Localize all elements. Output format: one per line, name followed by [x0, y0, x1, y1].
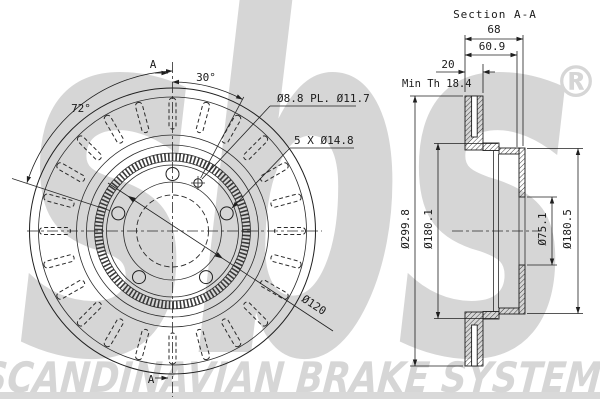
svg-text:68: 68 [487, 23, 500, 36]
svg-text:Ø8.8 PL. Ø11.7: Ø8.8 PL. Ø11.7 [277, 92, 370, 105]
section-title: Section A-A [453, 8, 537, 21]
svg-text:A: A [150, 58, 157, 71]
pilot-hole-label: Ø8.8 PL. Ø11.7 [201, 92, 370, 180]
dim-bore-dia: Ø75.1 [527, 196, 557, 266]
svg-text:30°: 30° [196, 71, 216, 84]
angle-dim-72: 72° [11, 69, 173, 211]
vent-slot [259, 279, 289, 300]
registered-trademark-icon: ® [554, 57, 598, 108]
dim-outer-dia: Ø299.8 [399, 95, 463, 367]
vent-slot [43, 254, 75, 269]
dim-68: 68 [464, 23, 524, 146]
svg-text:Ø180.1: Ø180.1 [422, 209, 435, 249]
dim-20: 20 [436, 58, 495, 93]
vent-slot [221, 114, 242, 144]
banner-text: SCANDINAVIAN BRAKE SYSTEMS [0, 354, 600, 400]
dim-bell-dia: Ø180.5 [527, 148, 583, 314]
svg-text:72°: 72° [71, 102, 91, 115]
svg-text:Ø299.8: Ø299.8 [399, 209, 412, 249]
svg-text:5 X Ø14.8: 5 X Ø14.8 [294, 134, 354, 147]
pilot-hole [191, 176, 205, 190]
dim-60-9: 60.9 [464, 40, 518, 147]
vent-slot [103, 318, 124, 348]
angle-dim-30: 30° [172, 71, 245, 179]
vent-slot [270, 193, 302, 208]
svg-text:A: A [148, 373, 155, 386]
vent-slot [243, 301, 269, 327]
watermark-strip [0, 392, 600, 399]
svg-text:60.9: 60.9 [479, 40, 506, 53]
section-marker-bottom: A [148, 373, 169, 386]
vent-slot [221, 318, 242, 348]
vent-slot [259, 162, 289, 183]
vent-slot [195, 101, 211, 134]
bolt-hole-label: 5 X Ø14.8 [231, 134, 354, 209]
vent-slot [56, 279, 86, 300]
svg-text:Ø180.5: Ø180.5 [561, 209, 574, 249]
vent-slot [76, 301, 102, 327]
svg-text:20: 20 [441, 58, 454, 71]
svg-text:Ø75.1: Ø75.1 [536, 212, 549, 245]
bolt-hole [132, 270, 146, 285]
vent-slot [243, 135, 269, 161]
vent-slot [270, 254, 302, 269]
vent-slot [134, 328, 150, 361]
vent-slot [195, 328, 211, 361]
bolt-hole [219, 206, 234, 221]
section-cut-areas [464, 95, 526, 367]
front-view: A A 30° 72° Ø8.8 PL. Ø11.7 [11, 58, 370, 397]
bolt-hole [111, 206, 126, 221]
section-view: Section A-A [399, 8, 583, 367]
bolt-hole [199, 270, 213, 285]
min-thickness-label: Min Th 18.4 [402, 78, 472, 90]
dim-friction-inner-dia: Ø180.1 [422, 143, 498, 319]
vent-slot [43, 193, 75, 208]
banner-group: SCANDINAVIAN BRAKE SYSTEMS [0, 354, 600, 400]
